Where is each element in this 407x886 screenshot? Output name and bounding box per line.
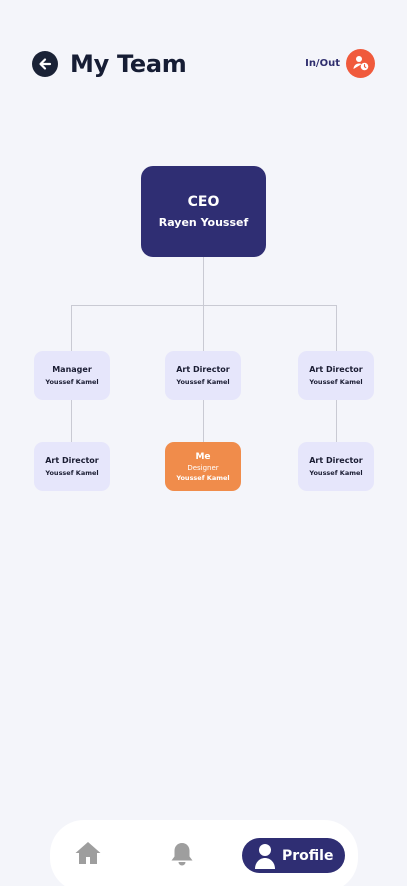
bottom-nav: Profile	[50, 820, 358, 886]
member-role: Art Director	[45, 456, 99, 465]
in-out-button[interactable]	[346, 48, 375, 78]
ceo-card[interactable]: CEO Rayen Youssef	[141, 166, 266, 257]
bell-icon	[171, 843, 193, 866]
connector-right-down	[336, 305, 337, 351]
member-title: Designer	[187, 463, 219, 472]
connector-left-down	[71, 305, 72, 351]
member-role: Art Director	[309, 456, 363, 465]
connector-left-row2	[71, 399, 72, 442]
member-name: Youssef Kamel	[45, 469, 99, 477]
member-card-me[interactable]: Me Designer Youssef Kamel	[165, 442, 241, 491]
in-out-control[interactable]: In/Out	[305, 48, 375, 78]
member-role: Art Director	[309, 365, 363, 374]
connector-center-row2	[203, 399, 204, 442]
member-name: Youssef Kamel	[309, 378, 363, 386]
connector-center-down	[203, 305, 204, 351]
member-role: Art Director	[176, 365, 230, 374]
header: My Team In/Out	[32, 48, 375, 80]
member-role: Me	[195, 451, 211, 462]
in-out-label: In/Out	[305, 57, 340, 69]
nav-profile-label: Profile	[282, 847, 334, 864]
home-icon	[75, 842, 101, 864]
member-name: Youssef Kamel	[176, 378, 230, 386]
nav-profile[interactable]: Profile	[242, 838, 345, 873]
member-card-art-director[interactable]: Art Director Youssef Kamel	[165, 351, 241, 400]
connector-horizontal	[71, 305, 337, 306]
member-role: Manager	[52, 365, 92, 374]
profile-icon	[255, 843, 275, 869]
member-name: Youssef Kamel	[176, 473, 230, 482]
page-title: My Team	[70, 50, 187, 78]
member-card-art-director[interactable]: Art Director Youssef Kamel	[298, 442, 374, 491]
ceo-name: Rayen Youssef	[158, 216, 249, 229]
arrow-left-icon	[39, 58, 52, 70]
member-card-manager[interactable]: Manager Youssef Kamel	[34, 351, 110, 400]
ceo-role: CEO	[187, 194, 220, 210]
nav-home[interactable]	[74, 840, 102, 866]
user-clock-icon	[353, 56, 368, 71]
back-button[interactable]	[32, 51, 58, 77]
nav-notifications[interactable]	[168, 840, 196, 868]
member-name: Youssef Kamel	[309, 469, 363, 477]
member-card-art-director[interactable]: Art Director Youssef Kamel	[298, 351, 374, 400]
member-card-art-director[interactable]: Art Director Youssef Kamel	[34, 442, 110, 491]
member-name: Youssef Kamel	[45, 378, 99, 386]
connector-ceo-down	[203, 257, 204, 305]
connector-right-row2	[336, 399, 337, 442]
